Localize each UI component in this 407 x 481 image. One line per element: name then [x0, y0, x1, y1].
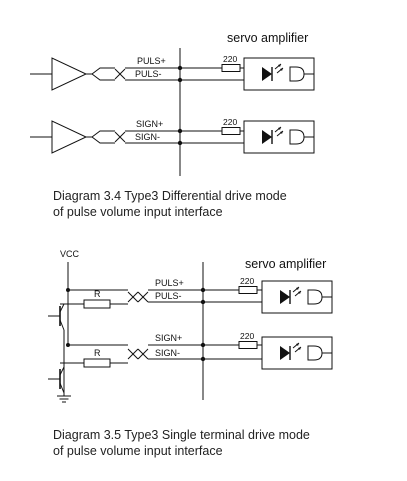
- label-r-sign: R: [94, 348, 101, 358]
- label-sign-plus-b: SIGN+: [155, 333, 182, 343]
- label-sign-minus-b: SIGN-: [155, 348, 180, 358]
- resistor-r-sign: [83, 358, 111, 368]
- resistor-220-puls: [221, 64, 241, 72]
- sign-channel: [30, 120, 315, 154]
- label-puls-plus: PULS+: [137, 56, 166, 66]
- label-vcc: VCC: [60, 249, 80, 259]
- label-r-puls: R: [94, 289, 101, 299]
- label-resistor-puls: 220: [223, 54, 237, 64]
- diagram-a-block-title: servo amplifier: [227, 31, 308, 45]
- label-resistor-puls-b: 220: [240, 276, 254, 286]
- label-puls-plus-b: PULS+: [155, 278, 184, 288]
- label-puls-minus: PULS-: [135, 69, 162, 79]
- caption-b-line2: of pulse volume input interface: [53, 444, 223, 458]
- diagram-b-block-title: servo amplifier: [245, 257, 326, 271]
- puls-channel-b: [48, 280, 333, 331]
- caption-diagram-3-4: Diagram 3.4 Type3 Differential drive mod…: [53, 188, 393, 220]
- caption-b-line1: Diagram 3.5 Type3 Single terminal drive …: [53, 428, 310, 442]
- label-sign-plus: SIGN+: [136, 119, 163, 129]
- resistor-220-puls-b: [238, 286, 258, 294]
- label-resistor-sign-b: 220: [240, 331, 254, 341]
- resistor-r-puls: [83, 299, 111, 309]
- caption-diagram-3-5: Diagram 3.5 Type3 Single terminal drive …: [53, 427, 403, 459]
- diagram-b: VCC servo amplifier PULS+ PULS- SIGN+ SI…: [48, 249, 333, 403]
- puls-channel: [30, 57, 315, 91]
- line-driver-sign: [51, 120, 88, 154]
- label-puls-minus-b: PULS-: [155, 291, 182, 301]
- label-sign-minus: SIGN-: [135, 132, 160, 142]
- ground-icon: [57, 395, 71, 403]
- caption-a-line1: Diagram 3.4 Type3 Differential drive mod…: [53, 189, 287, 203]
- caption-a-line2: of pulse volume input interface: [53, 205, 223, 219]
- resistor-220-sign-b: [238, 341, 258, 349]
- line-driver-puls: [51, 57, 88, 91]
- diagram-a: servo amplifier PULS+ PULS- SIGN+ SIGN- …: [30, 31, 315, 176]
- sign-channel-b: [48, 336, 333, 394]
- resistor-220-sign: [221, 127, 241, 135]
- label-resistor-sign: 220: [223, 117, 237, 127]
